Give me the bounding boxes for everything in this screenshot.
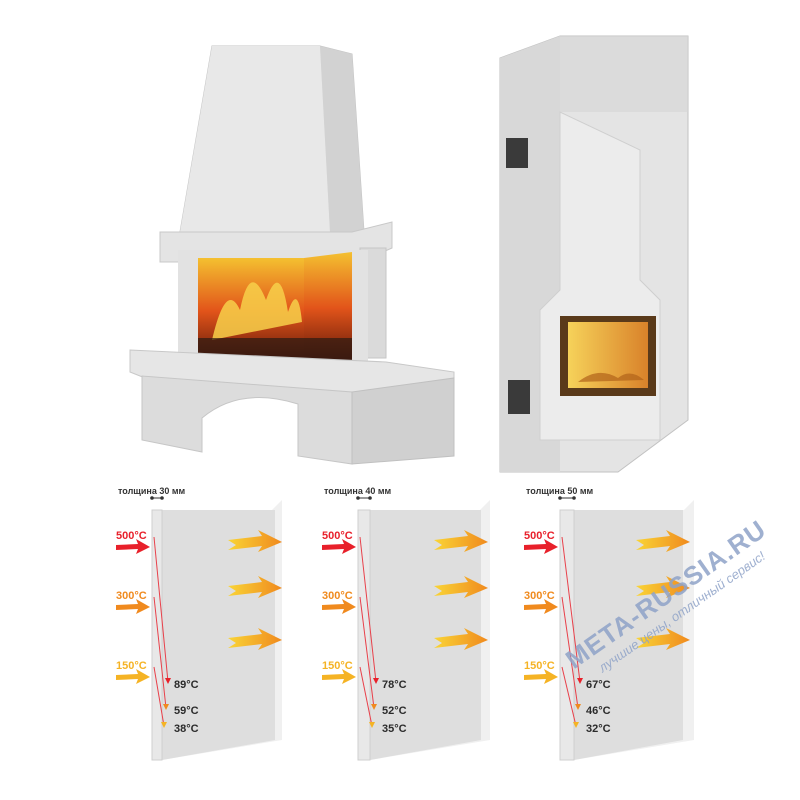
panel-wall xyxy=(574,510,683,760)
panel-wall-edge xyxy=(357,509,371,761)
thickness-label: толщина 50 мм xyxy=(526,486,594,496)
outside-heat-arrow-3 xyxy=(636,628,690,650)
inside-temp-label-3: 150°C xyxy=(116,660,147,672)
outside-heat-arrow-3 xyxy=(434,628,488,650)
gradient-line-2 xyxy=(153,596,167,709)
panel-wall-edge xyxy=(151,509,163,761)
gradient-arrowhead-2 xyxy=(575,704,581,710)
gradient-arrowhead-1 xyxy=(577,678,583,684)
outside-heat-arrow-1 xyxy=(434,530,488,552)
gradient-line-2 xyxy=(359,596,375,709)
outside-heat-arrow-2 xyxy=(434,576,488,598)
gradient-line-3 xyxy=(153,666,165,727)
inside-heat-arrow-1 xyxy=(116,539,150,554)
thickness-dot-left xyxy=(150,496,154,500)
outside-temp-label-2: 46°C xyxy=(586,705,611,717)
inside-heat-arrow-2 xyxy=(116,599,150,614)
stove-column-illustration xyxy=(499,35,689,473)
inside-heat-arrow-2 xyxy=(322,599,356,614)
outside-temp-label-3: 38°C xyxy=(174,723,199,735)
thickness-dot-right xyxy=(160,496,164,500)
inside-temp-label-3: 150°C xyxy=(524,660,555,672)
thickness-label: толщина 40 мм xyxy=(324,486,392,496)
outside-temp-label-3: 32°C xyxy=(586,723,611,735)
inside-temp-label-1: 500°C xyxy=(116,530,147,542)
inside-heat-arrow-3 xyxy=(116,669,150,684)
gradient-arrowhead-1 xyxy=(165,678,171,684)
inside-heat-arrow-3 xyxy=(322,669,356,684)
vent-top xyxy=(506,138,528,168)
thickness-dot-left xyxy=(356,496,360,500)
inside-heat-arrow-3 xyxy=(524,669,558,684)
vent-bottom xyxy=(508,380,530,414)
panel-wall xyxy=(162,510,275,760)
thickness-label: толщина 30 мм xyxy=(118,486,186,496)
inside-heat-arrow-1 xyxy=(322,539,356,554)
thickness-dot-left xyxy=(558,496,562,500)
outside-heat-arrow-2 xyxy=(636,576,690,598)
inside-heat-arrow-2 xyxy=(524,599,558,614)
outside-temp-label-1: 67°C xyxy=(586,679,611,691)
outside-heat-arrow-1 xyxy=(636,530,690,552)
panel-2: толщина 40 мм 500°C 300°C 150°C 78°C 52°C 35°C xyxy=(322,486,490,761)
inside-temp-label-2: 300°C xyxy=(322,590,353,602)
gradient-arrowhead-3 xyxy=(161,722,167,728)
panel-wall xyxy=(370,510,481,760)
inside-heat-arrow-1 xyxy=(524,539,558,554)
gradient-line-3 xyxy=(359,666,373,727)
inside-temp-label-1: 500°C xyxy=(322,530,353,542)
outside-heat-arrow-3 xyxy=(228,628,282,650)
thickness-dot-right xyxy=(572,496,576,500)
panel-1: толщина 30 мм 500°C 300°C 150°C 89°C 59°C 38°C xyxy=(116,486,282,761)
outside-temp-label-3: 35°C xyxy=(382,723,407,735)
gradient-arrowhead-3 xyxy=(369,722,375,728)
outside-heat-arrow-2 xyxy=(228,576,282,598)
gradient-arrowhead-2 xyxy=(163,704,169,710)
outside-heat-arrow-1 xyxy=(228,530,282,552)
inside-temp-label-2: 300°C xyxy=(116,590,147,602)
temperature-panels: толщина 30 мм 500°C 300°C 150°C 89°C 59°C 38°C… xyxy=(116,486,694,761)
gradient-line-1 xyxy=(561,536,581,683)
outside-temp-label-1: 78°C xyxy=(382,679,407,691)
inside-temp-label-2: 300°C xyxy=(524,590,555,602)
gradient-arrowhead-3 xyxy=(573,722,579,728)
corner-fireplace-illustration xyxy=(129,45,455,465)
thickness-dot-right xyxy=(368,496,372,500)
outside-temp-label-2: 52°C xyxy=(382,705,407,717)
gradient-line-2 xyxy=(561,596,579,709)
inside-temp-label-3: 150°C xyxy=(322,660,353,672)
fire-window-side xyxy=(304,252,352,364)
outside-temp-label-1: 89°C xyxy=(174,679,199,691)
gradient-arrowhead-1 xyxy=(373,678,379,684)
gradient-line-1 xyxy=(359,536,377,683)
inside-temp-label-1: 500°C xyxy=(524,530,555,542)
gradient-arrowhead-2 xyxy=(371,704,377,710)
gradient-line-3 xyxy=(561,666,577,727)
gradient-line-1 xyxy=(153,536,169,683)
panel-3: толщина 50 мм 500°C 300°C 150°C 67°C 46°C 32°C xyxy=(524,486,694,761)
outside-temp-label-2: 59°C xyxy=(174,705,199,717)
